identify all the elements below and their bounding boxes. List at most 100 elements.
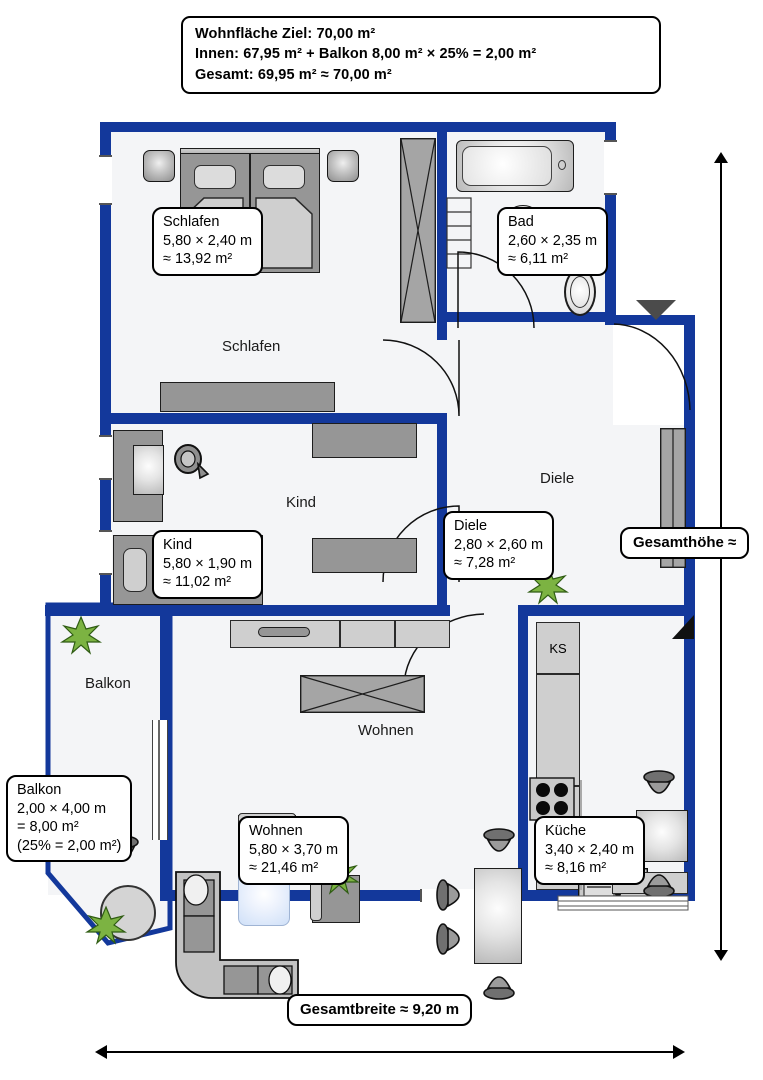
callout-diele-dims: 2,80 × 2,60 m xyxy=(454,536,544,553)
sink-bad-basin xyxy=(570,276,590,308)
callout-wohnen-dims: 5,80 × 3,70 m xyxy=(249,841,339,858)
wardrobe-schlafen xyxy=(399,137,436,324)
plant-icon-balcony-bottom xyxy=(84,905,128,945)
wall-left-kind xyxy=(100,422,111,612)
room-label-schlafen: Schlafen xyxy=(222,338,281,355)
callout-wohnen: Wohnen 5,80 × 3,70 m ≈ 21,46 m² xyxy=(238,816,350,885)
callout-bad-area: ≈ 6,11 m² xyxy=(508,251,569,268)
wall-right-upper xyxy=(605,122,616,322)
callout-balkon: Balkon 2,00 × 4,00 m = 8,00 m² (25% = 2,… xyxy=(6,775,133,863)
nightstand-left xyxy=(143,150,175,182)
window-kind-left xyxy=(99,435,112,480)
callout-diele-area: ≈ 7,28 m² xyxy=(454,555,516,572)
wall-kind-diele xyxy=(437,413,447,613)
dim-height-arrow-bottom xyxy=(714,950,728,961)
balcony-door xyxy=(152,720,168,840)
dim-height-arrow-top xyxy=(714,152,728,163)
bathtub-drain xyxy=(558,160,566,170)
door-swing-entry xyxy=(613,323,691,411)
wall-connector-right xyxy=(605,315,695,325)
callout-schlafen: Schlafen 5,80 × 2,40 m ≈ 13,92 m² xyxy=(152,207,264,276)
sideboard-wohnen-2 xyxy=(340,620,395,648)
summary-line-target: Wohnfläche Ziel: 70,00 m² xyxy=(195,26,376,42)
callout-schlafen-dims: 5,80 × 2,40 m xyxy=(163,232,253,249)
door-swing-schlafen xyxy=(382,339,460,417)
wardrobe-kind-x xyxy=(299,674,425,713)
callout-wohnen-name: Wohnen xyxy=(249,823,303,839)
wall-bad-diele xyxy=(447,312,607,322)
wall-schlafen-kind xyxy=(100,413,445,424)
nightstand-right xyxy=(327,150,359,182)
callout-kind-name: Kind xyxy=(163,537,193,553)
dim-width-arrow-left xyxy=(95,1045,107,1059)
kitchen-window-lines xyxy=(557,895,689,911)
callout-kueche-name: Küche xyxy=(545,823,587,839)
radiator-bad xyxy=(446,197,472,269)
callout-kind-area: ≈ 11,02 m² xyxy=(163,574,232,591)
dining-chair-left-1 xyxy=(436,879,460,911)
fridge-unit: KS xyxy=(536,622,580,674)
callout-balkon-note: (25% = 2,00 m²) xyxy=(17,837,122,854)
dining-chair-left-2 xyxy=(436,923,460,955)
callout-schlafen-name: Schlafen xyxy=(163,214,220,230)
callout-kueche: Küche 3,40 × 2,40 m ≈ 8,16 m² xyxy=(534,816,646,885)
wall-left-upper xyxy=(100,122,111,422)
wall-right-lower xyxy=(684,605,695,900)
callout-bad-name: Bad xyxy=(508,214,534,230)
wall-top xyxy=(100,122,616,132)
bed-kind-pillow xyxy=(123,548,147,592)
shelf-kind-top xyxy=(312,423,417,458)
callout-diele: Diele 2,80 × 2,60 m ≈ 7,28 m² xyxy=(443,511,555,580)
floor-plan: Schlafen Bad Diele xyxy=(0,110,763,1000)
room-label-diele: Diele xyxy=(540,470,575,487)
room-label-wohnen: Wohnen xyxy=(358,722,414,739)
dining-chair-bottom xyxy=(483,976,515,1000)
callout-balkon-area: = 8,00 m² xyxy=(17,819,79,836)
wall-diele-bottom xyxy=(518,605,695,616)
sofa-sectional xyxy=(175,871,299,999)
callout-kind-dims: 5,80 × 1,90 m xyxy=(163,555,253,572)
kitchen-chair-bottom xyxy=(643,874,675,898)
wall-wohnen-kueche xyxy=(518,610,528,895)
cooktop xyxy=(529,777,575,821)
bathtub-inner xyxy=(462,146,552,186)
room-label-kind: Kind xyxy=(286,494,317,511)
wall-right-diele xyxy=(684,315,695,615)
callout-bad-dims: 2,60 × 2,35 m xyxy=(508,232,598,249)
dim-width-arrow-right xyxy=(673,1045,685,1059)
callout-kueche-area: ≈ 8,16 m² xyxy=(545,860,607,877)
balcony-door-pane xyxy=(158,720,160,840)
dining-table xyxy=(474,868,522,964)
bed-duvet-right xyxy=(255,197,313,269)
callout-bad: Bad 2,60 × 2,35 m ≈ 6,11 m² xyxy=(497,207,609,276)
dining-chair-top xyxy=(483,828,515,852)
wardrobe-kind-door xyxy=(133,445,164,495)
callout-wohnen-area: ≈ 21,46 m² xyxy=(249,860,319,877)
entrance-marker-icon xyxy=(636,300,676,320)
room-label-balkon: Balkon xyxy=(85,675,131,692)
callout-kind: Kind 5,80 × 1,90 m ≈ 11,02 m² xyxy=(152,530,264,599)
callout-diele-name: Diele xyxy=(454,518,488,534)
window-bad-right xyxy=(604,140,617,195)
shelf-kind xyxy=(312,538,417,573)
kitchen-counter-left xyxy=(536,674,580,786)
callout-kueche-dims: 3,40 × 2,40 m xyxy=(545,841,635,858)
window-kind-left-2 xyxy=(99,530,112,575)
summary-line-total: Gesamt: 69,95 m² ≈ 70,00 m² xyxy=(195,66,392,83)
dim-height-label: Gesamthöhe ≈ xyxy=(620,527,750,560)
dresser-schlafen xyxy=(160,382,335,412)
kitchen-chair-top xyxy=(643,770,675,794)
summary-line-breakdown: Innen: 67,95 m² + Balkon 8,00 m² × 25% =… xyxy=(195,46,537,63)
callout-schlafen-area: ≈ 13,92 m² xyxy=(163,251,233,268)
dim-width-line xyxy=(105,1051,675,1053)
plant-icon-balcony-top xyxy=(59,615,103,655)
area-summary-box: Wohnfläche Ziel: 70,00 m² Innen: 67,95 m… xyxy=(181,16,661,94)
sideboard-wohnen-3 xyxy=(395,620,450,648)
callout-balkon-dims: 2,00 × 4,00 m xyxy=(17,800,107,817)
bed-pillow-left xyxy=(194,165,236,189)
bed-pillow-right xyxy=(263,165,305,189)
callout-balkon-name: Balkon xyxy=(17,782,62,798)
wall-schlafen-diele xyxy=(437,122,447,340)
dim-width-label: Gesamtbreite ≈ 9,20 m xyxy=(287,994,473,1027)
